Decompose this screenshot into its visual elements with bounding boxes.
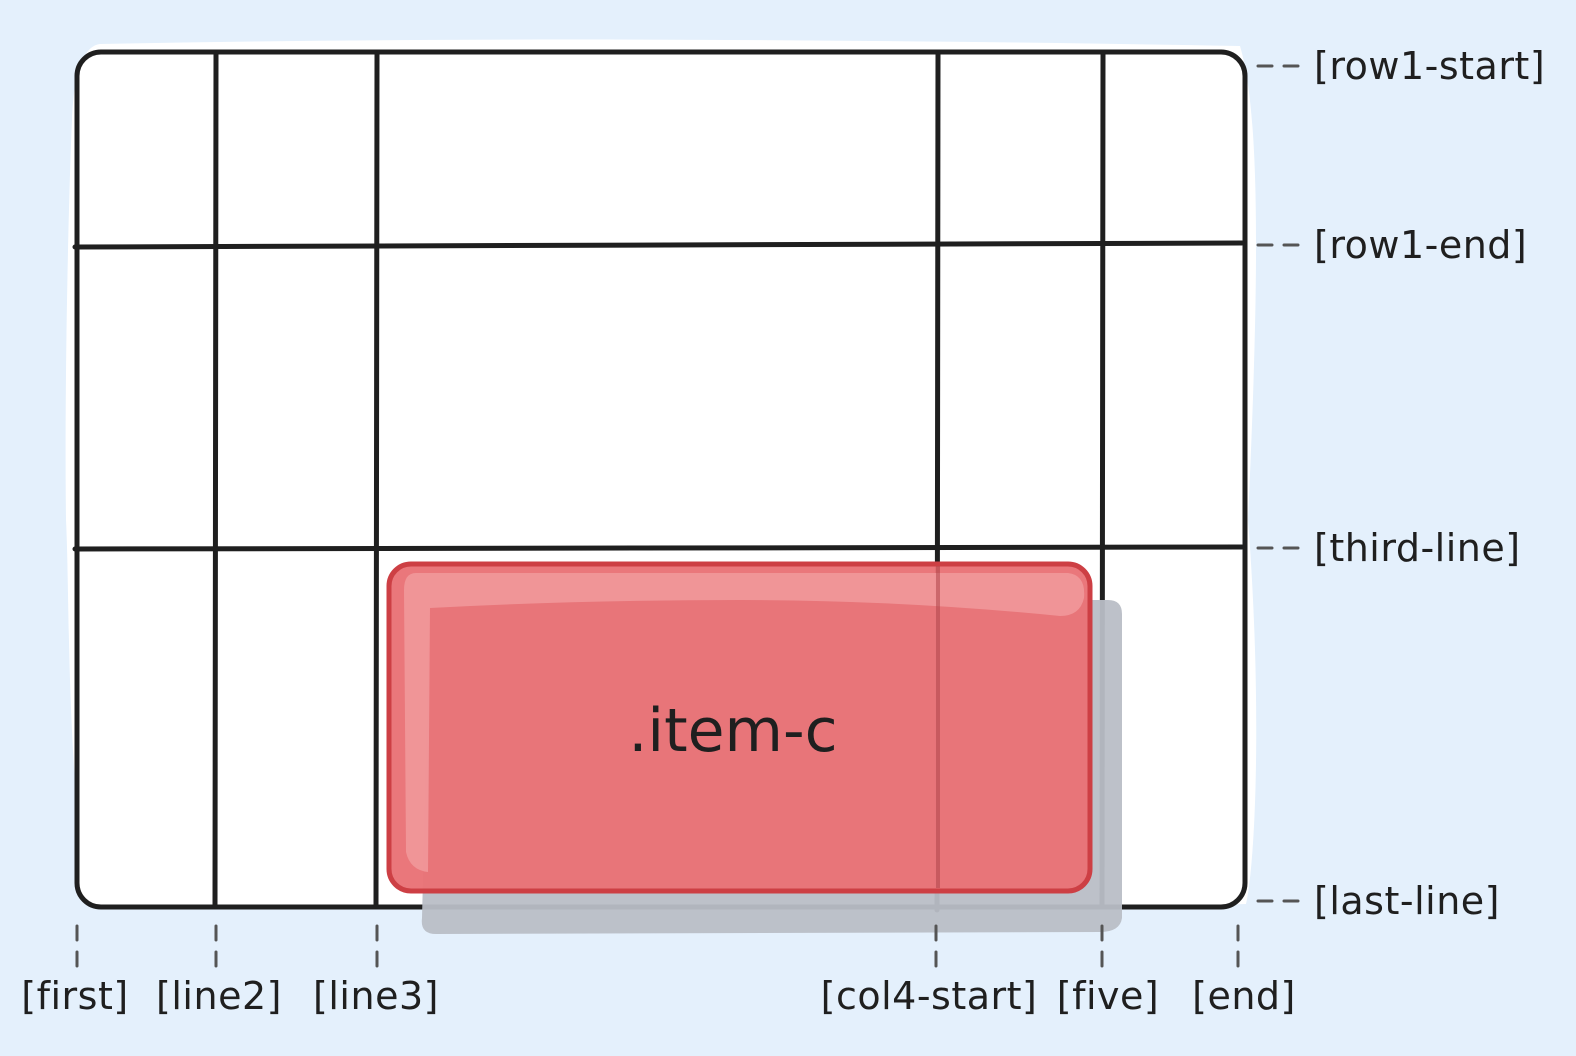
column-label-first: [first] bbox=[21, 974, 128, 1018]
column-line-2 bbox=[212, 51, 219, 909]
row-line-2 bbox=[72, 240, 1245, 250]
row-label-third-line: [third-line] bbox=[1314, 526, 1521, 570]
column-label-col4-start: [col4-start] bbox=[821, 974, 1038, 1018]
column-label-end: [end] bbox=[1192, 974, 1296, 1018]
column-label-line3: [line3] bbox=[313, 974, 439, 1018]
item-body bbox=[386, 561, 1093, 894]
column-labels: [first] [line2] [line3] [col4-start] [fi… bbox=[21, 974, 1296, 1018]
column-line-3 bbox=[373, 51, 380, 909]
row-label-last-line: [last-line] bbox=[1314, 879, 1500, 923]
row-labels: [row1-start] [row1-end] [third-line] [la… bbox=[1314, 44, 1545, 923]
row-label-row1-start: [row1-start] bbox=[1314, 44, 1545, 88]
row-label-row1-end: [row1-end] bbox=[1314, 223, 1527, 267]
row-dash-marks bbox=[1256, 64, 1300, 903]
grid-item-c: .item-c bbox=[386, 561, 1093, 894]
item-highlight bbox=[404, 573, 1085, 872]
item-label: .item-c bbox=[628, 696, 837, 766]
column-dash-marks bbox=[75, 924, 1240, 968]
row-line-3 bbox=[72, 544, 1245, 552]
column-label-five: [five] bbox=[1057, 974, 1159, 1018]
column-label-line2: [line2] bbox=[156, 974, 282, 1018]
